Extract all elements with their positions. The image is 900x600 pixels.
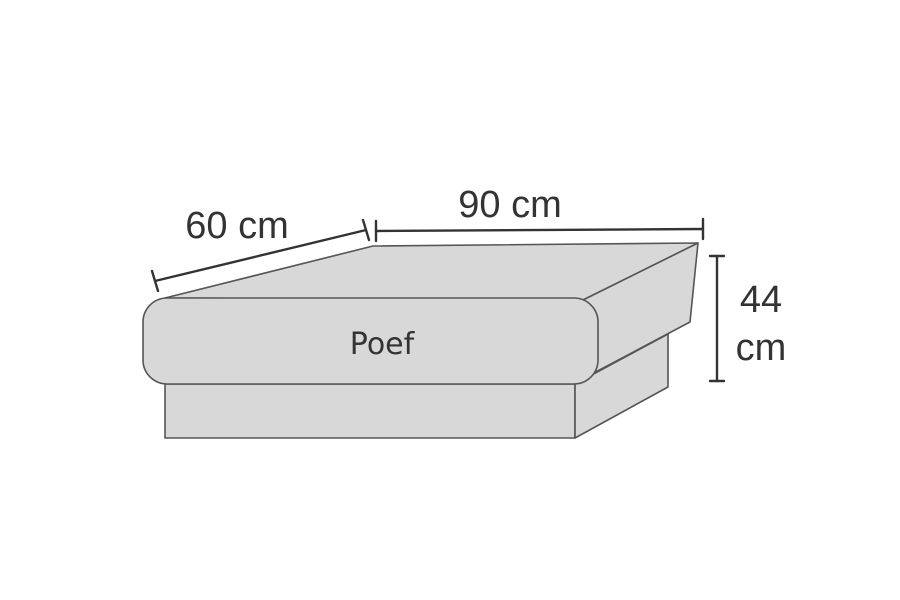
- length-dimension-line: [374, 227, 705, 233]
- width-dimension-line: [153, 228, 368, 283]
- width-dimension: [150, 218, 371, 293]
- cushion-front: [142, 297, 599, 385]
- width-dimension-label: 60 cm: [185, 205, 288, 247]
- base-front: [164, 383, 576, 439]
- length-dimension: [374, 217, 705, 243]
- width-dimension-tick-left: [150, 269, 160, 293]
- base-right-side: [574, 333, 669, 439]
- height-dimension-unit: cm: [736, 327, 787, 369]
- pouf-shape: Poef: [142, 242, 699, 439]
- length-dimension-label: 90 cm: [458, 184, 561, 226]
- pouf-label: Poef: [350, 327, 416, 362]
- height-dimension: [708, 254, 726, 383]
- width-dimension-tick-right: [361, 218, 371, 242]
- height-dimension-value: 44: [740, 279, 782, 321]
